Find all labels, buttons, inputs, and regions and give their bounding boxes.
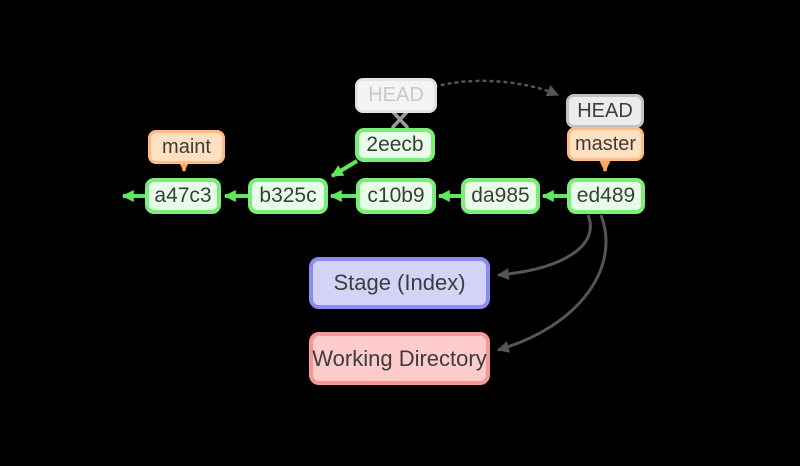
head-old-label: HEAD [355, 78, 437, 113]
commit-b325c: b325c [248, 178, 328, 214]
crossout-x-icon [391, 110, 409, 129]
arrow-2eecb-to-b325c [330, 159, 359, 178]
commit-ed489: ed489 [567, 178, 645, 214]
commit-c10b9: c10b9 [356, 178, 436, 214]
branch-master: master [567, 127, 644, 161]
stage-index-box: Stage (Index) [309, 257, 490, 309]
branch-maint: maint [148, 130, 225, 164]
head-label: HEAD [566, 94, 644, 128]
arrow-ed489-to-working [496, 214, 608, 353]
commit-a47c3: a47c3 [145, 178, 221, 214]
working-directory-box: Working Directory [309, 332, 490, 385]
arrow-head-move-dotted [433, 79, 560, 97]
commit-2eecb: 2eecb [355, 128, 435, 162]
arrow-ed489-to-stage [496, 214, 592, 281]
commit-da985: da985 [461, 178, 540, 214]
